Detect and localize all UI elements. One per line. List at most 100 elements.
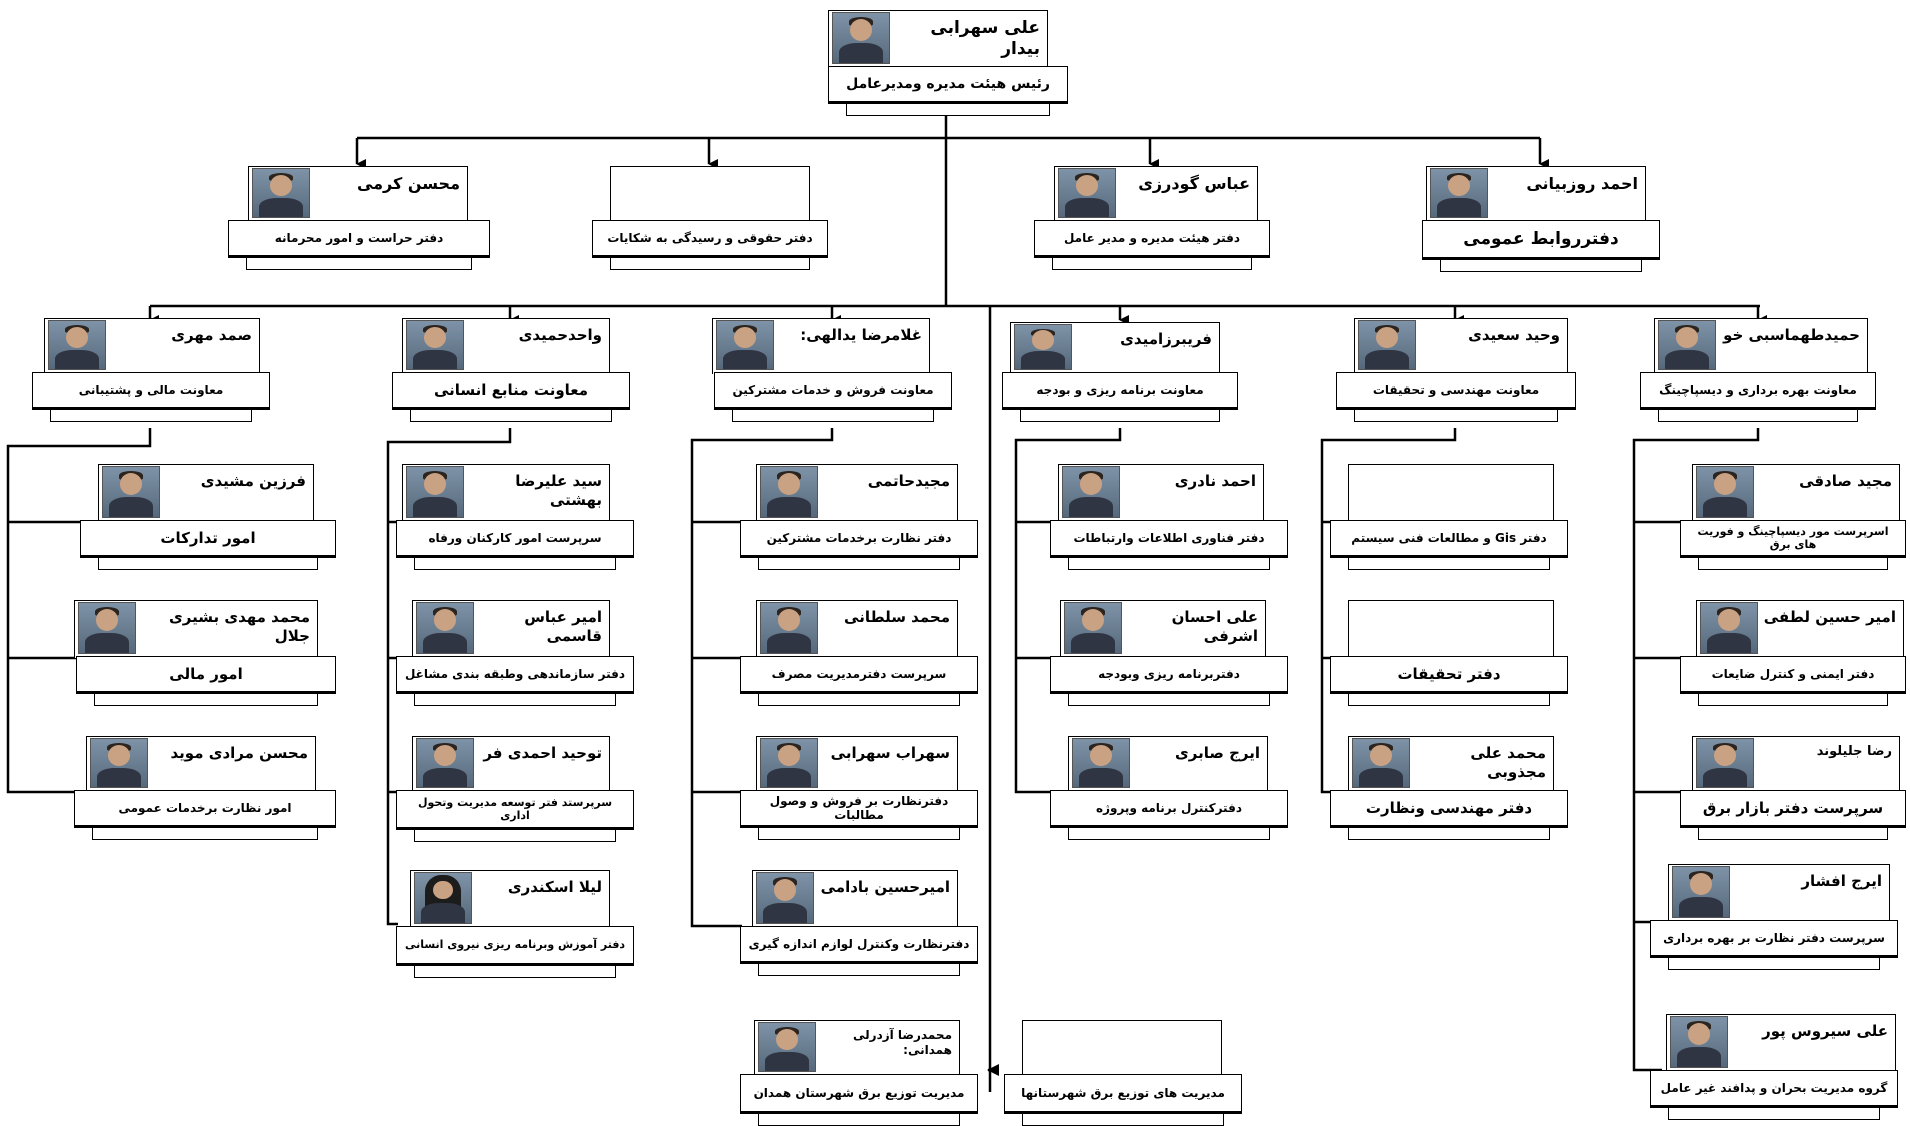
person-photo [760,466,818,518]
person-photo [1696,738,1754,788]
position-title: معاونت فروش و خدمات مشترکین [714,372,952,408]
card-footer [1020,410,1220,422]
card-footer [98,558,318,570]
card-footer [1658,410,1858,422]
person-name: واحدحمیدی [518,326,602,344]
card-footer [1440,260,1642,272]
position-title: سرپرست امور کارکنان ورفاه [396,520,634,556]
card-footer [50,410,252,422]
person-photo [758,1022,816,1072]
position-title: اسرپرست مور دیسپاچینگ و فوریت های برق [1680,520,1906,556]
person-photo [760,738,818,788]
card-footer [1668,958,1880,970]
card-footer [1068,828,1270,840]
card-footer [1348,828,1550,840]
person-photo [48,320,106,370]
card-footer [94,694,318,706]
person-name: غلامرضا یدالهی: [800,326,922,344]
position-title: رئیس هیئت مدیره ومدیرعامل [828,66,1068,102]
card-footer [758,828,960,840]
person-photo [1358,320,1416,370]
person-name: محسن مرادی موید [170,744,309,762]
position-title: دفتر تحقیقات [1330,656,1568,692]
position-title: معاونت منابع انسانی [392,372,630,408]
position-title: دفتر حقوقی و رسیدگی به شکایات [592,220,828,256]
position-title: معاونت برنامه ریزی و بودجه [1002,372,1238,408]
position-title: امور مالی [76,656,336,692]
person-name: ایرج افشار [1801,872,1882,890]
position-title: دفترنظارت وکنترل لوازم اندازه گیری [740,926,978,962]
person-photo [414,872,472,924]
position-title: دفترنظارت بر فروش و وصول مطالبات [740,790,978,826]
position-title: معاونت مهندسی و تحقیقات [1336,372,1576,408]
person-name: محمد سلطانی [844,608,950,626]
position-title: امور نظارت برخدمات عمومی [74,790,336,826]
card-footer [732,410,934,422]
card-footer [1348,694,1550,706]
card-footer [1668,1108,1880,1120]
person-photo [1658,320,1716,370]
position-title: دفتر حراست و امور محرمانه [228,220,490,256]
person-name: وحید سعیدی [1468,326,1560,344]
person-photo [760,602,818,654]
position-title: دفتر مهندسی ونظارت [1330,790,1568,826]
person-name: صمد مهری [171,326,252,344]
person-photo [406,320,464,370]
card-footer [1698,694,1888,706]
card-footer [846,104,1050,116]
person-photo [1014,324,1072,370]
person-name: محسن کرمی [356,174,460,193]
person-photo [1064,602,1122,654]
person-photo [716,320,774,370]
position-title: امور تدارکات [80,520,336,556]
person-name: مجیدحاتمی [867,472,950,490]
person-name: محمد مهدی بشیری جلال [169,608,310,645]
person-photo [832,12,890,64]
person-photo [416,602,474,654]
card-footer [1348,558,1550,570]
person-photo [1700,602,1758,654]
person-name: محمد علی مجذوبی [1470,744,1546,781]
position-title: دفتر ایمنی و کنترل ضایعات [1680,656,1906,692]
card-footer [1698,558,1888,570]
person-name: لیلا اسکندری [507,878,602,896]
card-footer [1052,258,1252,270]
position-title: سرپرستد فتر توسعه مدیریت وتحول اداری [396,790,634,828]
position-title: دفتر هیئت مدیره و مدیر عامل [1034,220,1270,256]
position-title: دفتر نظارت برخدمات مشترکین [740,520,978,556]
person-name: احمد نادری [1174,472,1256,490]
position-title: سرپرست دفترمدیریت مصرف [740,656,978,692]
card-footer [1068,558,1270,570]
person-name: علی سیروس پور [1762,1022,1888,1040]
card-footer [1022,1114,1224,1126]
person-name: علی سهرابی بیدار [930,18,1040,60]
node-card [1022,1020,1222,1076]
card-footer [414,966,616,978]
person-name: رضا جلیلوند [1816,744,1892,759]
person-photo [756,872,814,924]
person-photo [1058,168,1116,218]
card-footer [414,830,616,842]
person-name: سهراب سهرابی [830,744,950,762]
position-title: دفترروابط عمومی [1422,220,1660,258]
person-photo [416,738,474,788]
person-name: توحید احمدی فر [483,744,602,762]
person-name: امیرحسین بادامی [820,878,950,896]
person-photo [406,466,464,518]
person-name: امیر عباس قاسمی [524,608,602,645]
person-photo [252,168,310,218]
position-title: دفتربرنامه ریزی وبودجه [1050,656,1288,692]
person-name: عباس گودرزی [1138,174,1250,193]
person-name: ایرج صابری [1175,744,1260,762]
card-footer [758,964,960,976]
card-footer [414,694,616,706]
node-card [1348,600,1554,658]
person-name: مجید صادقی [1799,472,1892,490]
person-name: فرزین مشیدی [200,472,306,490]
position-title: سرپرست دفتر بازار برق [1680,790,1906,826]
person-photo [1072,738,1130,788]
position-title: سرپرست دفتر نظارت بر بهره برداری [1650,920,1898,956]
card-footer [1698,828,1888,840]
person-name: علی احسان اشرفی [1171,608,1258,645]
